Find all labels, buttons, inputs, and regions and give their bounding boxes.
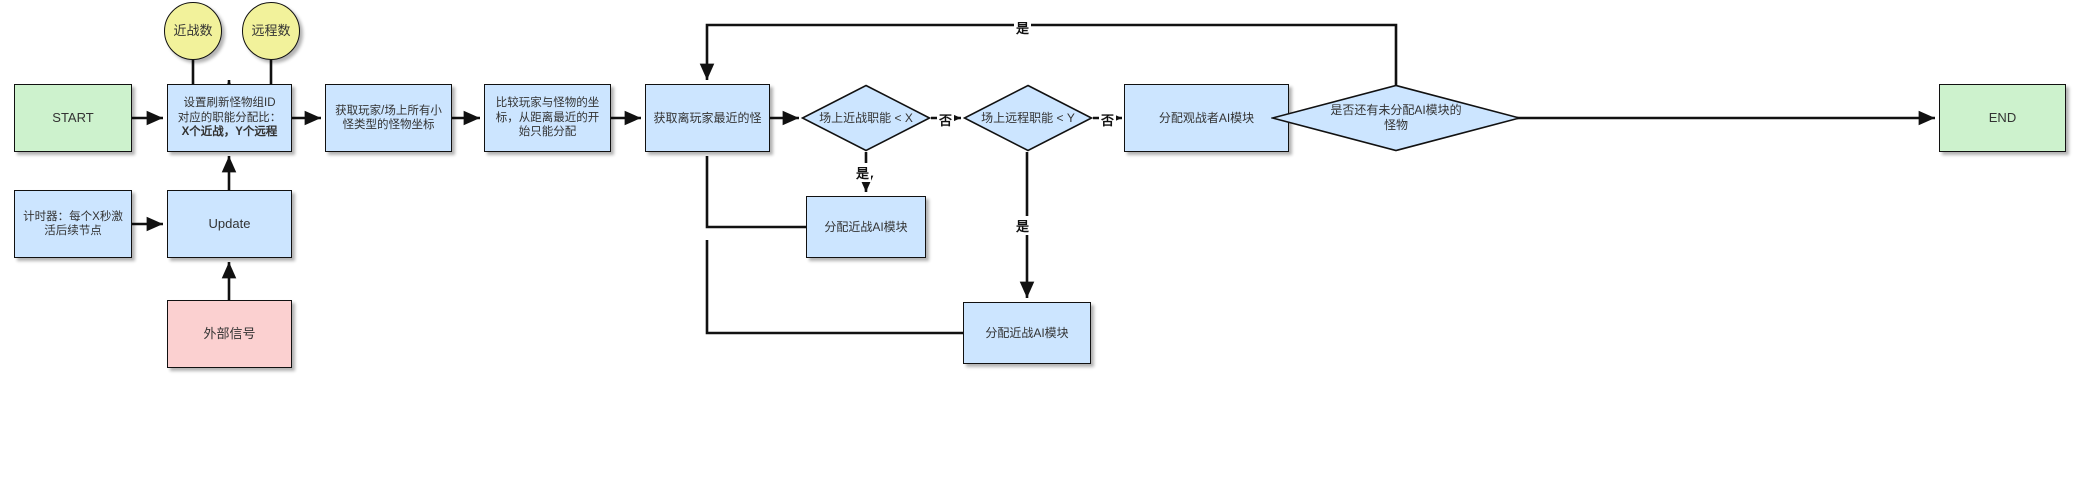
node-get-coords[interactable]: 获取玩家/场上所有小怪类型的怪物坐标 bbox=[325, 84, 452, 152]
node-start[interactable]: START bbox=[14, 84, 132, 152]
node-assign-melee-ai-lower[interactable]: 分配近战AI模块 bbox=[963, 302, 1091, 364]
node-melee-count[interactable]: 近战数 bbox=[164, 2, 222, 60]
edge-label-no-ranged: 否 bbox=[1099, 110, 1117, 129]
node-end-label: END bbox=[1988, 109, 2017, 125]
node-timer[interactable]: 计时器：每个X秒激活后续节点 bbox=[14, 190, 132, 258]
node-assign-melee-ai-upper[interactable]: 分配近战AI模块 bbox=[806, 196, 926, 258]
node-set-ratio-emphasis: X个近战，Y个远程 bbox=[181, 126, 278, 139]
node-check-melee-quota[interactable]: 场上近战职能 < X bbox=[801, 84, 931, 152]
node-assign-melee-ai-upper-label: 分配近战AI模块 bbox=[824, 219, 908, 234]
node-external-signal[interactable]: 外部信号 bbox=[167, 300, 292, 368]
edge-label-yes-ranged: 是 bbox=[1014, 216, 1032, 235]
node-external-signal-label: 外部信号 bbox=[203, 325, 256, 341]
node-compare-coords[interactable]: 比较玩家与怪物的坐标，从距离最近的开始只能分配 bbox=[484, 84, 611, 152]
node-check-ranged-quota[interactable]: 场上远程职能 < Y bbox=[963, 84, 1093, 152]
node-assign-spectator-ai[interactable]: 分配观战者AI模块 bbox=[1124, 84, 1289, 152]
edge-label-yes-top: 是 bbox=[1014, 18, 1032, 37]
node-update[interactable]: Update bbox=[167, 190, 292, 258]
node-start-label: START bbox=[52, 109, 94, 125]
node-set-ratio[interactable]: 设置刷新怪物组ID 对应的职能分配比： X个近战，Y个远程 bbox=[167, 84, 292, 152]
node-melee-count-label: 近战数 bbox=[173, 22, 213, 38]
node-check-remaining-monsters[interactable]: 是否还有未分配AI模块的怪物 bbox=[1271, 84, 1521, 152]
node-timer-label: 计时器：每个X秒激活后续节点 bbox=[23, 210, 123, 237]
node-check-remaining-monsters-label: 是否还有未分配AI模块的怪物 bbox=[1330, 103, 1462, 132]
edge-label-no-melee: 否 bbox=[937, 110, 955, 129]
node-update-label: Update bbox=[208, 215, 251, 231]
edge-label-yes-melee: 是 bbox=[854, 163, 872, 182]
node-assign-spectator-ai-label: 分配观战者AI模块 bbox=[1158, 110, 1255, 125]
node-compare-coords-label: 比较玩家与怪物的坐标，从距离最近的开始只能分配 bbox=[495, 97, 600, 139]
node-check-melee-quota-label: 场上近战职能 < X bbox=[819, 110, 913, 125]
node-check-ranged-quota-label: 场上远程职能 < Y bbox=[981, 110, 1075, 125]
node-set-ratio-label: 设置刷新怪物组ID 对应的职能分配比： X个近战，Y个远程 bbox=[177, 97, 282, 139]
node-get-nearest-monster[interactable]: 获取离玩家最近的怪 bbox=[645, 84, 770, 152]
node-ranged-count-label: 远程数 bbox=[251, 22, 291, 38]
node-end[interactable]: END bbox=[1939, 84, 2066, 152]
node-get-nearest-monster-label: 获取离玩家最近的怪 bbox=[653, 110, 762, 125]
node-assign-melee-ai-lower-label: 分配近战AI模块 bbox=[985, 325, 1069, 340]
node-get-coords-label: 获取玩家/场上所有小怪类型的怪物坐标 bbox=[335, 104, 442, 131]
node-ranged-count[interactable]: 远程数 bbox=[242, 2, 300, 60]
